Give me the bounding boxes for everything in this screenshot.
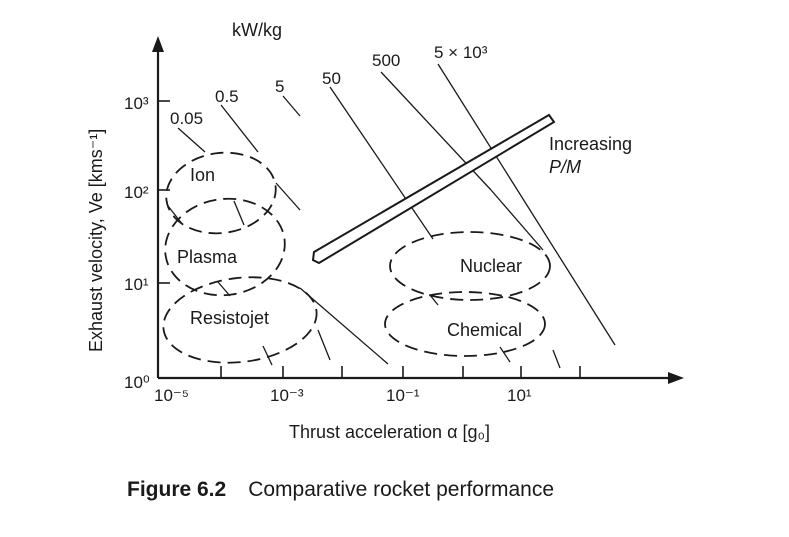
pm-label: P/M (549, 157, 581, 177)
y-tick-label-1000: 10³ (124, 94, 149, 113)
power-line-lower-7 (552, 349, 561, 369)
y-axis-arrowhead (152, 36, 164, 52)
x-tick-label-1e-5: 10⁻⁵ (154, 386, 189, 405)
power-line-5e3 (437, 63, 616, 346)
power-line-lower-2 (233, 200, 245, 226)
ion-region (165, 151, 277, 235)
power-line-lower-3 (262, 345, 273, 366)
y-tick-label-100: 10² (124, 183, 149, 202)
x-tick-label-1e-3: 10⁻³ (270, 386, 304, 405)
power-label-5: 5 (275, 77, 284, 96)
x-axis-title: Thrust acceleration α [g₀] (289, 422, 490, 442)
increasing-label: Increasing (549, 134, 632, 154)
power-line-5e3b (317, 329, 331, 361)
nuclear-region (389, 231, 551, 301)
power-line-500 (380, 71, 492, 191)
x-axis-arrowhead (668, 372, 684, 384)
x-tick-label-1e1: 10¹ (507, 386, 532, 405)
power-label-5e3: 5 × 10³ (434, 43, 488, 62)
power-label-0.05: 0.05 (170, 109, 203, 128)
power-line-lower-4 (217, 281, 231, 297)
power-label-500: 500 (372, 51, 400, 70)
chemical-region (384, 291, 546, 357)
x-tick-label-1e-1: 10⁻¹ (386, 386, 420, 405)
ion-label: Ion (190, 165, 215, 185)
figure-caption: Figure 6.2 Comparative rocket performance (127, 478, 554, 502)
power-label-0.5: 0.5 (215, 87, 239, 106)
power-line-0.05 (177, 127, 206, 153)
plasma-region (164, 197, 286, 297)
power-label-50: 50 (322, 69, 341, 88)
plasma-label: Plasma (177, 247, 238, 267)
power-line-50b (299, 287, 389, 365)
power-line-5 (282, 95, 301, 117)
chemical-label: Chemical (447, 320, 522, 340)
increasing-pm-arrow (311, 113, 556, 265)
resistojet-region (162, 276, 318, 364)
unit-label: kW/kg (232, 20, 282, 40)
power-line-500b (490, 189, 544, 251)
power-line-5b (275, 182, 301, 211)
y-tick-label-10: 10¹ (124, 275, 149, 294)
power-line-50 (329, 86, 434, 240)
power-line-lower-6 (499, 346, 511, 363)
resistojet-label: Resistojet (190, 308, 269, 328)
nuclear-label: Nuclear (460, 256, 522, 276)
figure-number: Figure 6.2 (127, 478, 227, 501)
figure-title: Comparative rocket performance (248, 478, 554, 501)
y-tick-label-1: 10⁰ (124, 373, 150, 392)
power-line-0.5 (220, 104, 259, 153)
y-axis-title: Exhaust velocity, Ve [kms⁻¹] (86, 129, 106, 352)
